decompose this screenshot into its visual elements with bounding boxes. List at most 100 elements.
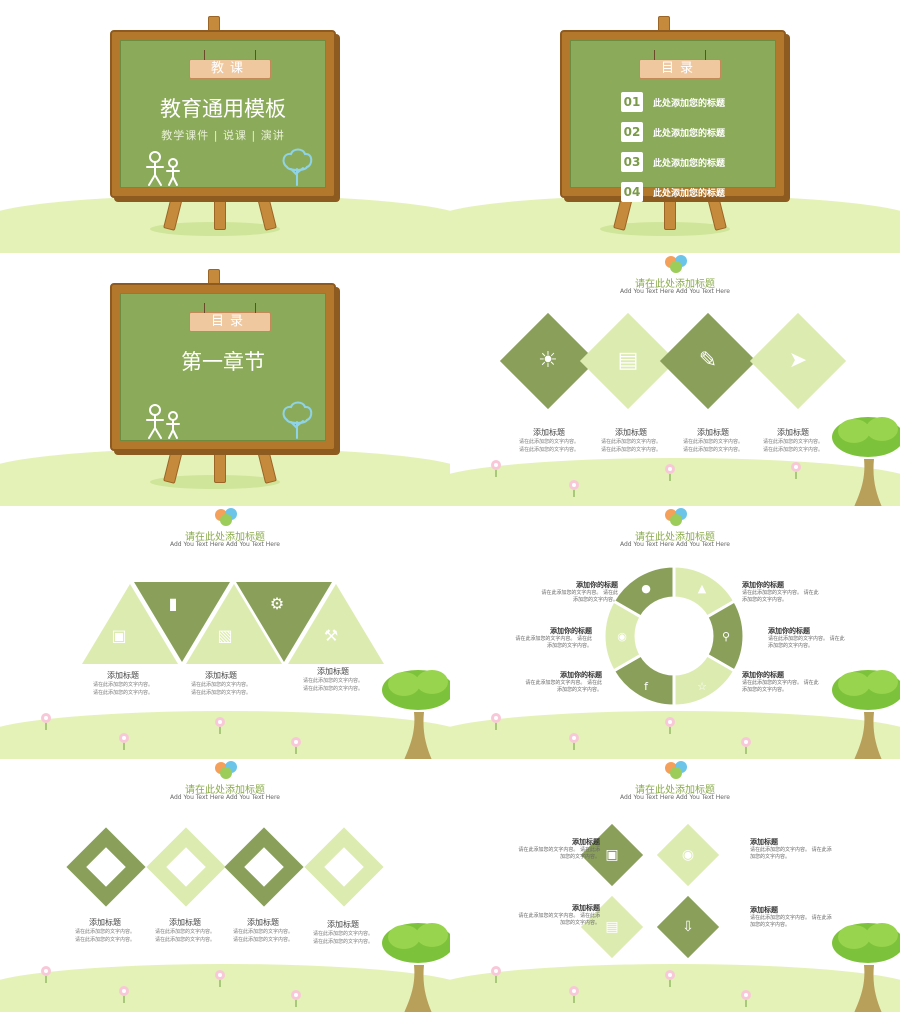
tools-icon: ⚒ [323, 626, 339, 645]
search-icon: ⚲ [722, 630, 730, 643]
tree-icon [382, 923, 450, 1012]
slide-outline-diamonds[interactable]: 请在此处添加标题 Add You Text Here Add You Text … [0, 759, 450, 1012]
slide-subtitle: Add You Text Here Add You Text Here [170, 794, 280, 801]
text-block-text: 请在此添加您的文字内容。 请在此添 [518, 847, 600, 853]
caption-text: 请在此添加您的文字内容。 [154, 937, 215, 943]
lock-icon: ◉ [681, 847, 695, 863]
caption-2: 添加标题 请在此添加您的文字内容。 请在此添加您的文字内容。 [586, 427, 676, 454]
flower-icon [119, 986, 129, 1003]
contents-item[interactable]: 01 此处添加您的标题 [621, 87, 725, 117]
caption-text: 请在此添加您的文字内容。 [232, 929, 293, 935]
diamond-lock[interactable]: ◉ [656, 823, 720, 887]
ring-label-title: 添加你的标题 [768, 627, 810, 635]
flower-icon [665, 717, 675, 734]
caption-text: 请在此添加您的文字内容。 [74, 937, 135, 943]
ring-label-6: 添加你的标题 请在此添加您的文字内容。 请在此 添加您的文字内容。 [742, 670, 852, 694]
ring-label-4: 添加你的标题 请在此添加您的文字内容。 请在此 添加您的文字内容。 [768, 626, 878, 650]
ring-segment-6 [611, 564, 676, 620]
camera-icon: ◉ [617, 630, 627, 643]
caption-title: 添加标题 [107, 671, 139, 680]
chalkboard-surface: 教课 教育通用模板 教学课件 | 说课 | 演讲 [120, 40, 326, 188]
flower-icon [569, 733, 579, 750]
slide-subtitle: Add You Text Here Add You Text Here [620, 541, 730, 548]
outline-diamond-4[interactable] [304, 827, 384, 907]
wooden-sign: 目录 [189, 303, 271, 332]
slide-chapter[interactable]: 目录 第一章节 [0, 253, 450, 506]
flower-icon [791, 462, 801, 479]
ring-label-title: 添加你的标题 [550, 627, 592, 635]
caption-title: 添加标题 [327, 920, 359, 929]
ring-label-title: 添加你的标题 [742, 581, 784, 589]
flower-icon [291, 990, 301, 1007]
chalkboard-surface: 目录 01 此处添加您的标题 02 此处添加您的标题 03 此处添加您的标题 [570, 40, 776, 202]
ring-label-title: 添加你的标题 [576, 581, 618, 589]
caption-text: 请在此添加您的文字内容。 [232, 937, 293, 943]
slide-diamonds[interactable]: 请在此处添加标题 Add You Text Here Add You Text … [450, 253, 900, 506]
caption-text: 请在此添加您的文字内容。 [92, 690, 153, 696]
triangle-up-3[interactable] [288, 584, 384, 664]
flower-icon [491, 966, 501, 983]
head-gear-icon: ⚙ [269, 594, 285, 613]
flower-icon [291, 737, 301, 754]
text-block-2: 添加标题 请在此添加您的文字内容。 请在此添 加您的文字内容。 [750, 837, 860, 861]
contents-title: 此处添加您的标题 [653, 188, 726, 199]
caption-title: 添加标题 [777, 428, 809, 437]
text-block-4: 添加标题 请在此添加您的文字内容。 请在此添 加您的文字内容。 [750, 905, 860, 929]
diamond-4[interactable]: ➤ [749, 312, 847, 410]
slide-ring[interactable]: 请在此处添加标题 Add You Text Here Add You Text … [450, 506, 900, 759]
ring-label-text: 请在此添加您的文字内容。 请在此 [768, 636, 845, 642]
chalkboard: 目录 第一章节 [110, 283, 336, 451]
balloons-icon [665, 761, 687, 779]
caption-text: 请在此添加您的文字内容。 [600, 447, 661, 453]
text-block-title: 添加标题 [572, 838, 600, 846]
outline-diamond-2[interactable] [146, 827, 226, 907]
tree-icon [832, 670, 900, 759]
contents-title: 此处添加您的标题 [653, 158, 726, 169]
tree-icon [382, 670, 450, 759]
contents-item[interactable]: 03 此处添加您的标题 [621, 147, 725, 177]
flower-icon [569, 480, 579, 497]
caption-title: 添加标题 [169, 918, 201, 927]
caption-3: 添加标题 请在此添加您的文字内容。 请在此添加您的文字内容。 [668, 427, 758, 454]
text-block-title: 添加标题 [572, 904, 600, 912]
diamond-3[interactable]: ✎ [659, 312, 757, 410]
slide-diamond-grid[interactable]: 请在此处添加标题 Add You Text Here Add You Text … [450, 759, 900, 1012]
ring-label-text: 添加您的文字内容。 [546, 643, 592, 649]
outline-diamond-1[interactable] [66, 827, 146, 907]
contents-item[interactable]: 04 此处添加您的标题 [621, 177, 725, 207]
caption-text: 请在此添加您的文字内容。 [312, 939, 373, 945]
slide-subtitle: Add You Text Here Add You Text Here [620, 288, 730, 295]
chart-icon: ▤ [617, 348, 639, 373]
slide-triangles[interactable]: 请在此处添加标题 Add You Text Here Add You Text … [0, 506, 450, 759]
slide-contents[interactable]: 目录 01 此处添加您的标题 02 此处添加您的标题 03 此处添加您的标题 [450, 0, 900, 253]
ring-label-text: 请在此添加您的文字内容。 请在此 [515, 636, 592, 642]
slide-subtitle: Add You Text Here Add You Text Here [620, 794, 730, 801]
caption-text: 请在此添加您的文字内容。 [190, 690, 251, 696]
balloons-icon [665, 508, 687, 526]
balloons-icon [215, 761, 237, 779]
globe-icon: ● [641, 582, 651, 595]
cover-subtitle: 教学课件 | 说课 | 演讲 [161, 129, 285, 142]
flower-icon [491, 713, 501, 730]
contents-list: 01 此处添加您的标题 02 此处添加您的标题 03 此处添加您的标题 04 此… [621, 87, 725, 207]
text-block-title: 添加标题 [750, 906, 778, 914]
flower-icon [119, 733, 129, 750]
contents-item[interactable]: 02 此处添加您的标题 [621, 117, 725, 147]
caption-1: 添加标题 请在此添加您的文字内容。 请在此添加您的文字内容。 [78, 670, 168, 697]
caption-text: 请在此添加您的文字内容。 [762, 439, 823, 445]
ring-label-3: 添加你的标题 请在此添加您的文字内容。 请在此 添加您的文字内容。 [482, 626, 592, 650]
diamond-download[interactable]: ⇩ [656, 895, 720, 959]
bar-chart-icon: ▮ [168, 594, 178, 613]
outline-diamond-3[interactable] [224, 827, 304, 907]
text-block-1: 添加标题 请在此添加您的文字内容。 请在此添 加您的文字内容。 [490, 837, 600, 861]
caption-text: 请在此添加您的文字内容。 [518, 447, 579, 453]
flower-icon [569, 986, 579, 1003]
contents-number: 04 [621, 182, 643, 202]
ground [450, 711, 900, 759]
text-block-text: 请在此添加您的文字内容。 请在此添 [750, 915, 832, 921]
slide-title: 请在此处添加标题 [185, 532, 265, 543]
segment-ring: ▲ ⚲ ☆ f ◉ ● [602, 564, 746, 708]
caption-1: 添加标题 请在此添加您的文字内容。 请在此添加您的文字内容。 [504, 427, 594, 454]
slide-title: 请在此处添加标题 [635, 532, 715, 543]
slide-cover[interactable]: 教课 教育通用模板 教学课件 | 说课 | 演讲 [0, 0, 450, 253]
